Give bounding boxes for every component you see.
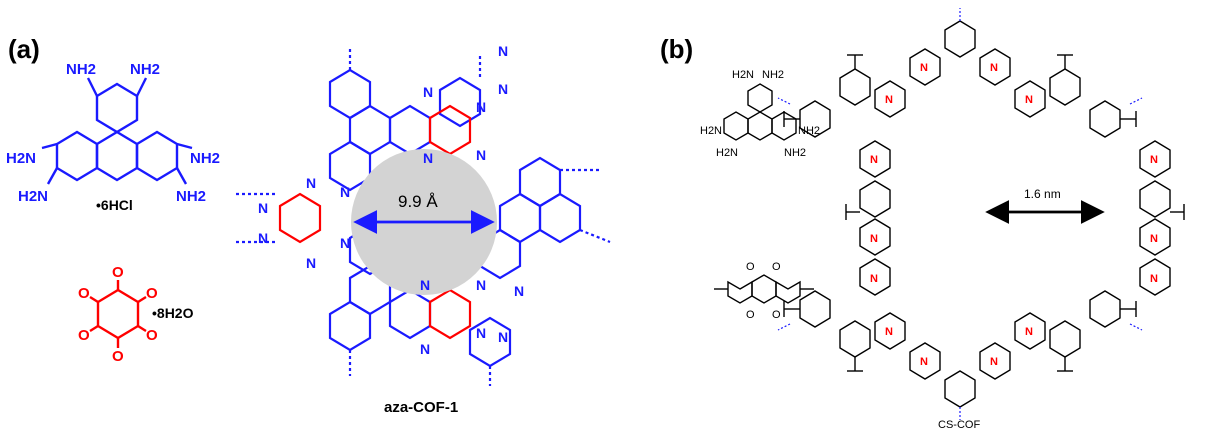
- hcl-salt-label: •6HCl: [96, 197, 133, 213]
- oxygen-label: O: [146, 327, 158, 344]
- nh2-label: H2N: [732, 69, 754, 81]
- oxygen-label: O: [746, 261, 755, 273]
- nitrogen-label: N: [990, 62, 998, 74]
- nitrogen-label: N: [498, 81, 508, 97]
- nh2-label: NH2: [798, 125, 820, 137]
- oxygen-label: O: [78, 327, 90, 344]
- panel-b: (b) H2N NH2 H2N NH2 H2N NH2 O O: [650, 0, 1218, 434]
- nitrogen-label: N: [258, 200, 268, 216]
- h2n-label: H2N: [716, 147, 738, 159]
- hexaaminotriphenylene-monomer: [41, 77, 193, 185]
- nitrogen-label: N: [885, 94, 893, 106]
- framework-name-label: CS-COF: [938, 419, 980, 431]
- panel-b-drawing: H2N NH2 H2N NH2 H2N NH2 O O O O: [700, 8, 1185, 431]
- nh2-label: NH2: [176, 188, 206, 205]
- nitrogen-label: N: [1150, 233, 1158, 245]
- panel-a-drawing: NH2 NH2 H2N H2N NH2 NH2 •6HCl O O O O O …: [6, 43, 611, 416]
- nitrogen-label: N: [258, 230, 268, 246]
- pyrene-tetraone-monomer: [714, 274, 814, 304]
- hydrate-label: •8H2O: [152, 305, 194, 321]
- nitrogen-labels-b: N N N N N N N N N N N N N N: [870, 62, 1158, 368]
- h2n-label: H2N: [700, 125, 722, 137]
- nh2-label: NH2: [130, 61, 160, 78]
- nitrogen-label: N: [420, 277, 430, 293]
- oxygen-label: O: [112, 264, 124, 281]
- cs-cof-continuation-bonds: [777, 8, 1143, 420]
- nh2-label: NH2: [762, 69, 784, 81]
- h2n-label: H2N: [18, 188, 48, 205]
- nitrogen-label: N: [870, 154, 878, 166]
- nitrogen-label: N: [340, 184, 350, 200]
- hexaketocyclohexane-monomer: [89, 280, 147, 348]
- pore-size-label: 9.9 Å: [398, 192, 438, 211]
- hexaaminotriphenylene-monomer-b: [723, 83, 797, 141]
- nh2-label: NH2: [66, 61, 96, 78]
- nitrogen-labels-a: N N N N N N N N N N N N N N N N N N: [258, 43, 524, 357]
- nitrogen-label: N: [476, 147, 486, 163]
- oxygen-label: O: [772, 261, 781, 273]
- nitrogen-label: N: [340, 235, 350, 251]
- oxygen-label: O: [112, 348, 124, 365]
- framework-name-label: aza-COF-1: [384, 399, 458, 416]
- pore-size-label: 1.6 nm: [1024, 187, 1061, 201]
- oxygen-label: O: [146, 285, 158, 302]
- panel-a: (a) NH2 NH2 H2N H2N NH: [6, 34, 611, 416]
- nitrogen-label: N: [476, 99, 486, 115]
- oxygen-label: O: [772, 309, 781, 321]
- panel-a-label: (a): [8, 34, 40, 64]
- nitrogen-label: N: [870, 233, 878, 245]
- oxygen-label: O: [78, 285, 90, 302]
- nitrogen-label: N: [1025, 94, 1033, 106]
- nitrogen-label: N: [420, 341, 430, 357]
- nitrogen-label: N: [498, 43, 508, 59]
- nitrogen-label: N: [423, 150, 433, 166]
- nitrogen-label: N: [885, 326, 893, 338]
- nitrogen-label: N: [514, 283, 524, 299]
- nitrogen-label: N: [870, 273, 878, 285]
- nitrogen-label: N: [1025, 326, 1033, 338]
- cs-cof-framework: [783, 20, 1185, 408]
- nitrogen-label: N: [1150, 273, 1158, 285]
- nitrogen-label: N: [1150, 154, 1158, 166]
- nitrogen-label: N: [920, 356, 928, 368]
- h2n-label: H2N: [6, 150, 36, 167]
- nitrogen-label: N: [990, 356, 998, 368]
- nh2-label: NH2: [784, 147, 806, 159]
- nh2-label: NH2: [190, 150, 220, 167]
- nitrogen-label: N: [476, 325, 486, 341]
- nitrogen-label: N: [476, 277, 486, 293]
- nitrogen-label: N: [920, 62, 928, 74]
- panel-b-label: (b): [660, 34, 694, 64]
- nitrogen-label: N: [423, 84, 433, 100]
- nitrogen-label: N: [306, 175, 316, 191]
- aza-cof-1-framework: [236, 48, 611, 386]
- nitrogen-label: N: [306, 255, 316, 271]
- oxygen-label: O: [746, 309, 755, 321]
- nitrogen-label: N: [498, 329, 508, 345]
